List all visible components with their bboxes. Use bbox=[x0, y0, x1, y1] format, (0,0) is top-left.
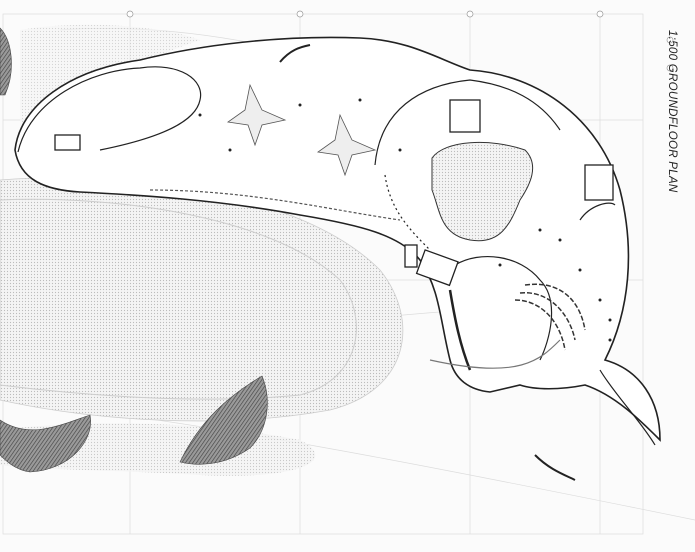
service-cores bbox=[54, 99, 614, 287]
courtyard-void bbox=[431, 142, 534, 242]
dark-landscape-forms bbox=[0, 27, 268, 473]
aircraft-exhibits bbox=[226, 83, 377, 177]
columns bbox=[198, 98, 612, 342]
drawing-title: 1:500 GROUNDFLOOR PLAN bbox=[666, 30, 678, 193]
grid-markers bbox=[126, 10, 674, 72]
interior-walls bbox=[17, 44, 656, 481]
auditorium-seating bbox=[514, 283, 586, 351]
building-outline bbox=[14, 36, 661, 442]
